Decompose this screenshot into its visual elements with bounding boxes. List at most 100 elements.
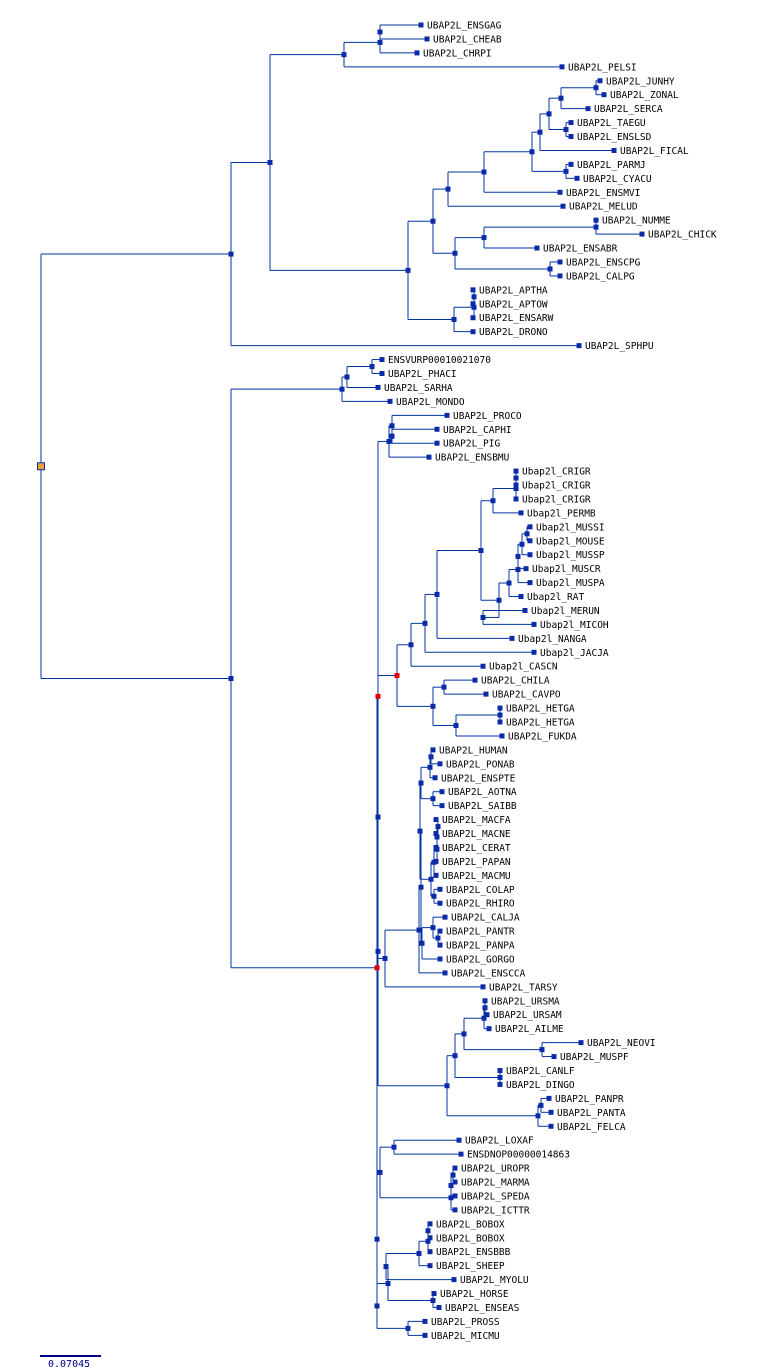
speciation-node[interactable] — [452, 250, 458, 256]
leaf-node[interactable] — [568, 134, 574, 140]
duplication-node[interactable] — [375, 693, 381, 699]
leaf-node[interactable] — [418, 22, 424, 28]
leaf-node[interactable] — [548, 1123, 554, 1129]
speciation-node[interactable] — [430, 796, 436, 802]
leaf-node[interactable] — [451, 1277, 457, 1283]
speciation-node[interactable] — [593, 85, 599, 91]
speciation-node[interactable] — [418, 780, 424, 786]
speciation-node[interactable] — [448, 1183, 454, 1189]
speciation-node[interactable] — [563, 168, 569, 174]
leaf-node[interactable] — [513, 468, 519, 474]
speciation-node[interactable] — [515, 553, 521, 559]
leaf-node[interactable] — [387, 398, 393, 404]
leaf-node[interactable] — [437, 956, 443, 962]
leaf-node[interactable] — [433, 858, 439, 864]
speciation-node[interactable] — [419, 940, 425, 946]
leaf-node[interactable] — [437, 942, 443, 948]
speciation-node[interactable] — [471, 304, 477, 310]
leaf-node[interactable] — [452, 1193, 458, 1199]
speciation-node[interactable] — [374, 1303, 380, 1309]
leaf-node[interactable] — [574, 175, 580, 181]
leaf-node[interactable] — [499, 733, 505, 739]
leaf-node[interactable] — [427, 1235, 433, 1241]
leaf-node[interactable] — [427, 1221, 433, 1227]
speciation-node[interactable] — [535, 1113, 541, 1119]
speciation-node[interactable] — [422, 620, 428, 626]
leaf-node[interactable] — [527, 524, 533, 530]
speciation-node[interactable] — [377, 1169, 383, 1175]
leaf-node[interactable] — [497, 1068, 503, 1073]
speciation-node[interactable] — [481, 235, 487, 241]
duplication-node[interactable] — [374, 965, 380, 971]
speciation-node[interactable] — [538, 1102, 544, 1108]
speciation-node[interactable] — [434, 591, 440, 597]
speciation-node[interactable] — [374, 1236, 380, 1242]
speciation-node[interactable] — [513, 486, 519, 492]
leaf-node[interactable] — [593, 217, 599, 223]
speciation-node[interactable] — [418, 884, 424, 890]
speciation-node[interactable] — [389, 433, 395, 439]
speciation-node[interactable] — [452, 1053, 458, 1059]
leaf-node[interactable] — [442, 914, 448, 920]
speciation-node[interactable] — [375, 814, 381, 820]
leaf-node[interactable] — [518, 594, 524, 600]
leaf-node[interactable] — [559, 64, 565, 70]
leaf-node[interactable] — [431, 1291, 437, 1297]
speciation-node[interactable] — [382, 955, 388, 961]
speciation-node[interactable] — [267, 159, 273, 165]
leaf-node[interactable] — [434, 426, 440, 432]
speciation-node[interactable] — [496, 597, 502, 603]
speciation-node[interactable] — [450, 1172, 456, 1178]
speciation-node[interactable] — [228, 251, 234, 257]
leaf-node[interactable] — [480, 984, 486, 990]
leaf-node[interactable] — [557, 259, 563, 265]
speciation-node[interactable] — [547, 266, 553, 272]
speciation-node[interactable] — [416, 1250, 422, 1256]
leaf-node[interactable] — [497, 719, 503, 725]
speciation-node[interactable] — [391, 1144, 397, 1150]
speciation-node[interactable] — [425, 1228, 431, 1234]
speciation-node[interactable] — [490, 498, 496, 504]
leaf-node[interactable] — [379, 371, 385, 376]
speciation-node[interactable] — [478, 547, 484, 553]
speciation-node[interactable] — [427, 764, 433, 770]
speciation-node[interactable] — [546, 111, 552, 117]
leaf-node[interactable] — [427, 1263, 433, 1269]
leaf-node[interactable] — [639, 231, 645, 237]
leaf-node[interactable] — [433, 817, 439, 823]
speciation-node[interactable] — [497, 712, 503, 718]
leaf-node[interactable] — [486, 1026, 492, 1032]
leaf-node[interactable] — [601, 92, 607, 98]
leaf-node[interactable] — [452, 1179, 458, 1185]
speciation-node[interactable] — [377, 29, 383, 35]
leaf-node[interactable] — [433, 844, 439, 850]
speciation-node[interactable] — [481, 169, 487, 175]
speciation-node[interactable] — [461, 1031, 467, 1037]
leaf-node[interactable] — [470, 329, 476, 335]
speciation-node[interactable] — [451, 316, 457, 322]
leaf-node[interactable] — [484, 1012, 490, 1018]
leaf-node[interactable] — [480, 663, 486, 669]
leaf-node[interactable] — [522, 607, 528, 613]
speciation-node[interactable] — [529, 149, 535, 155]
speciation-node[interactable] — [480, 614, 486, 620]
leaf-node[interactable] — [585, 106, 591, 112]
leaf-node[interactable] — [442, 970, 448, 976]
leaf-node[interactable] — [548, 1109, 554, 1115]
leaf-node[interactable] — [518, 510, 524, 516]
leaf-node[interactable] — [458, 1151, 464, 1157]
speciation-node[interactable] — [416, 927, 422, 933]
leaf-node[interactable] — [497, 1081, 503, 1087]
leaf-node[interactable] — [531, 621, 537, 627]
speciation-node[interactable] — [389, 423, 395, 429]
speciation-node[interactable] — [369, 364, 375, 370]
leaf-node[interactable] — [509, 635, 515, 641]
speciation-node[interactable] — [428, 876, 434, 882]
leaf-node[interactable] — [483, 691, 489, 697]
speciation-node[interactable] — [481, 1015, 487, 1021]
speciation-node[interactable] — [383, 1264, 389, 1270]
speciation-node[interactable] — [558, 95, 564, 101]
leaf-node[interactable] — [523, 566, 529, 572]
speciation-node[interactable] — [435, 935, 441, 941]
speciation-node[interactable] — [471, 294, 477, 300]
